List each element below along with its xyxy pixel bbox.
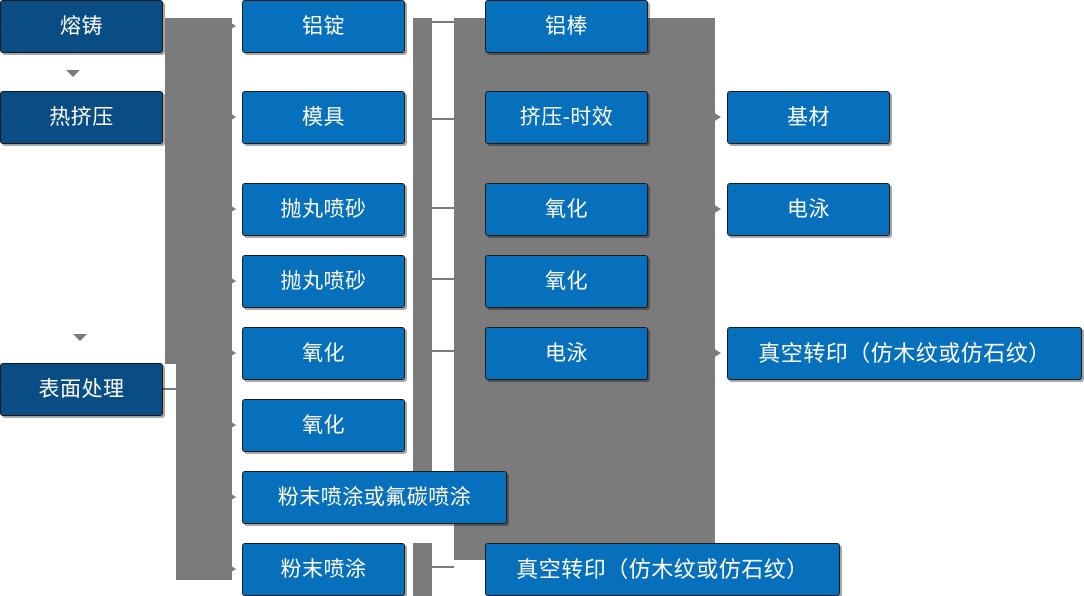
connector-surface-treatment-elbow xyxy=(163,388,187,390)
output-electrophoresis[interactable]: 电泳 xyxy=(727,183,890,236)
process-oxidation-2[interactable]: 氧化 xyxy=(242,399,405,452)
connector-tie-1 xyxy=(432,21,454,23)
subprocess-aluminum-bar[interactable]: 铝棒 xyxy=(485,0,648,53)
output-vacuum-transfer[interactable]: 真空转印（仿木纹或仿石纹） xyxy=(727,327,1082,380)
process-shot-blasting-1[interactable]: 抛丸喷砂 xyxy=(242,183,405,236)
stage-melting[interactable]: 熔铸 xyxy=(0,0,163,53)
arrow-to-shot-blasting-1-icon xyxy=(225,202,236,216)
process-powder-or-fluorocarbon[interactable]: 粉末喷涂或氟碳喷涂 xyxy=(242,471,507,524)
connector-tie-6 xyxy=(432,566,454,568)
arrow-melting-to-hot-extrusion-icon xyxy=(66,70,80,84)
connector-mid-riser-lower xyxy=(413,543,432,596)
arrow-to-aluminum-ingot-icon xyxy=(225,19,236,33)
stage-surface-treatment[interactable]: 表面处理 xyxy=(0,363,163,416)
subprocess-extrusion-aging[interactable]: 挤压-时效 xyxy=(485,91,648,144)
output-base-material[interactable]: 基材 xyxy=(727,91,890,144)
connector-tie-5 xyxy=(432,350,454,352)
subprocess-oxidation-1[interactable]: 氧化 xyxy=(485,183,648,236)
process-shot-blasting-2[interactable]: 抛丸喷砂 xyxy=(242,255,405,308)
connector-tie-3 xyxy=(432,207,454,209)
connector-tie-4 xyxy=(432,278,454,280)
arrow-stem-to-vacuum-transfer xyxy=(700,352,714,355)
arrow-stem-to-electrophoresis xyxy=(700,208,714,211)
connector-left-trunk-wide xyxy=(165,18,232,364)
arrow-to-powder-coating-icon xyxy=(225,562,236,576)
subprocess-vacuum-transfer[interactable]: 真空转印（仿木纹或仿石纹） xyxy=(485,543,840,596)
connector-tie-2 xyxy=(432,118,454,120)
arrow-to-base-material-icon xyxy=(710,110,721,124)
arrow-to-oxidation-2-icon xyxy=(225,418,236,432)
arrow-to-electrophoresis-icon xyxy=(710,202,721,216)
arrow-stem-to-base-material xyxy=(700,116,714,119)
arrow-into-surface-trunk-icon xyxy=(73,334,87,348)
process-mold[interactable]: 模具 xyxy=(242,91,405,144)
connector-mid-riser-upper xyxy=(413,18,432,524)
arrow-to-shot-blasting-2-icon xyxy=(225,274,236,288)
arrow-to-oxidation-1-icon xyxy=(225,346,236,360)
process-powder-coating[interactable]: 粉末喷涂 xyxy=(242,543,405,596)
subprocess-oxidation-2[interactable]: 氧化 xyxy=(485,255,648,308)
arrow-to-powder-or-fluorocarbon-icon xyxy=(225,490,236,504)
connector-left-trunk-narrow xyxy=(176,364,232,580)
stage-hot-extrusion[interactable]: 热挤压 xyxy=(0,91,163,144)
process-oxidation-1[interactable]: 氧化 xyxy=(242,327,405,380)
process-aluminum-ingot[interactable]: 铝锭 xyxy=(242,0,405,53)
arrow-to-vacuum-transfer-icon xyxy=(710,346,721,360)
arrow-to-mold-icon xyxy=(225,110,236,124)
subprocess-electrophoresis[interactable]: 电泳 xyxy=(485,327,648,380)
